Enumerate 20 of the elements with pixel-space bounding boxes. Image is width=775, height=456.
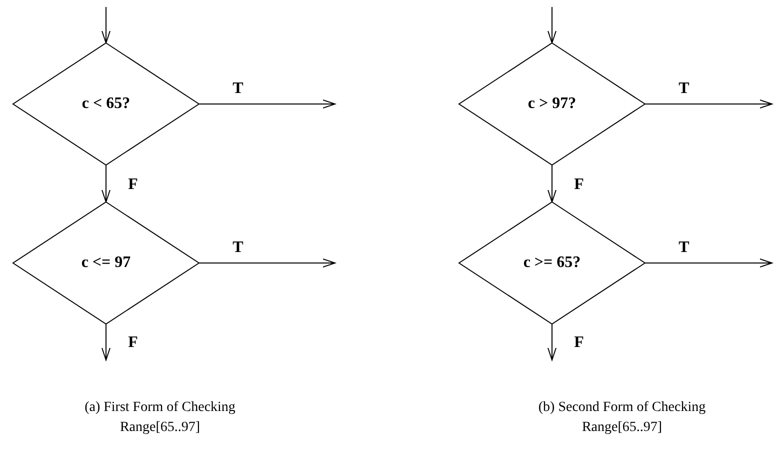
- condition-text: c > 97?: [528, 95, 576, 113]
- arrow: [548, 6, 556, 44]
- arrow: [198, 100, 336, 108]
- decision-diamond: [13, 202, 199, 324]
- arrow: [644, 100, 772, 108]
- arrow: [102, 324, 110, 360]
- decision-diamond: [13, 43, 199, 165]
- condition-text: c >= 65?: [523, 254, 581, 272]
- arrow: [102, 6, 110, 44]
- figure-caption: (b) Second Form of Checking Range[65..97]: [537, 399, 707, 437]
- decision-diamond: [459, 43, 645, 165]
- figure-caption: (a) First Form of Checking Range[65..97]: [84, 399, 236, 437]
- arrow: [548, 164, 556, 202]
- arrow: [198, 258, 336, 268]
- arrow: [644, 258, 772, 268]
- condition-text: c <= 97: [81, 254, 131, 272]
- decision-diamond: [459, 202, 645, 324]
- arrow: [548, 324, 556, 360]
- condition-text: c < 65?: [82, 95, 130, 113]
- arrow: [102, 164, 110, 202]
